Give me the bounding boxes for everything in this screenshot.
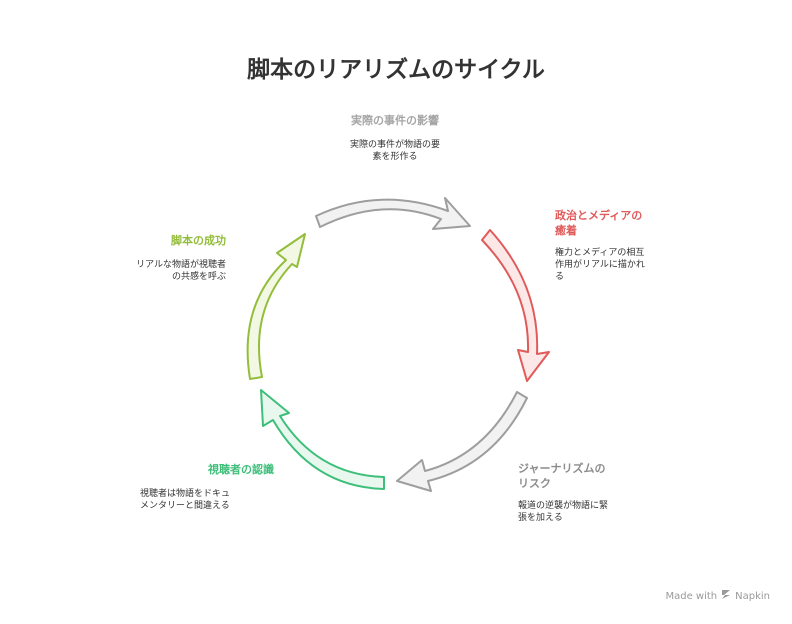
step-label-script-success: 脚本の成功	[171, 234, 226, 247]
made-with-napkin-badge[interactable]: Made with Napkin	[665, 589, 770, 603]
desc-line: メンタリーと間違える	[140, 501, 230, 511]
step-desc-viewer-perception: 視聴者は物語をドキュ メンタリーと間違える	[140, 488, 274, 512]
step-label-journalism-risk: ジャーナリズムの リスク	[518, 461, 658, 491]
desc-line: 作用がリアルに描かれ	[555, 260, 645, 270]
napkin-brand-text: Napkin	[735, 590, 770, 602]
desc-line: 権力とメディアの相互	[555, 248, 645, 258]
label-line: リスク	[518, 477, 551, 490]
step-desc-journalism-risk: 報道の逆襲が物語に緊 張を加える	[518, 500, 648, 524]
page-title: 脚本のリアリズムのサイクル	[247, 57, 545, 83]
step-label-viewer-perception: 視聴者の認識	[208, 463, 274, 476]
cycle-arrow-script-success	[246, 233, 306, 380]
label-line: 癒着	[555, 224, 577, 237]
cycle-arrow-actual-events	[315, 197, 471, 230]
desc-line: 報道の逆襲が物語に緊	[518, 501, 609, 511]
step-desc-actual-events: 実際の事件が物語の要 素を形作る	[300, 139, 490, 163]
made-with-text: Made with	[665, 590, 718, 602]
desc-line: 素を形作る	[372, 152, 418, 162]
cycle-arrow-politics-media	[481, 229, 550, 382]
label-line: ジャーナリズムの	[518, 462, 606, 475]
label-line: 政治とメディアの	[555, 209, 643, 222]
cycle-arrow-journalism-risk	[396, 391, 528, 492]
napkin-logo-icon	[721, 589, 731, 603]
desc-line: 実際の事件が物語の要	[349, 140, 440, 150]
desc-line: リアルな物語が視聴者	[136, 260, 226, 270]
step-label-politics-media: 政治とメディアの 癒着	[555, 208, 695, 238]
desc-line: 視聴者は物語をドキュ	[140, 489, 231, 499]
step-desc-script-success: リアルな物語が視聴者 の共感を呼ぶ	[96, 259, 226, 283]
step-label-actual-events: 実際の事件の影響	[351, 114, 439, 127]
cycle-arrow-viewer-perception	[260, 389, 385, 490]
desc-line: る	[555, 272, 565, 282]
desc-line: 張を加える	[518, 513, 563, 523]
desc-line: の共感を呼ぶ	[171, 272, 226, 282]
step-desc-politics-media: 権力とメディアの相互 作用がリアルに描かれ る	[555, 247, 685, 283]
